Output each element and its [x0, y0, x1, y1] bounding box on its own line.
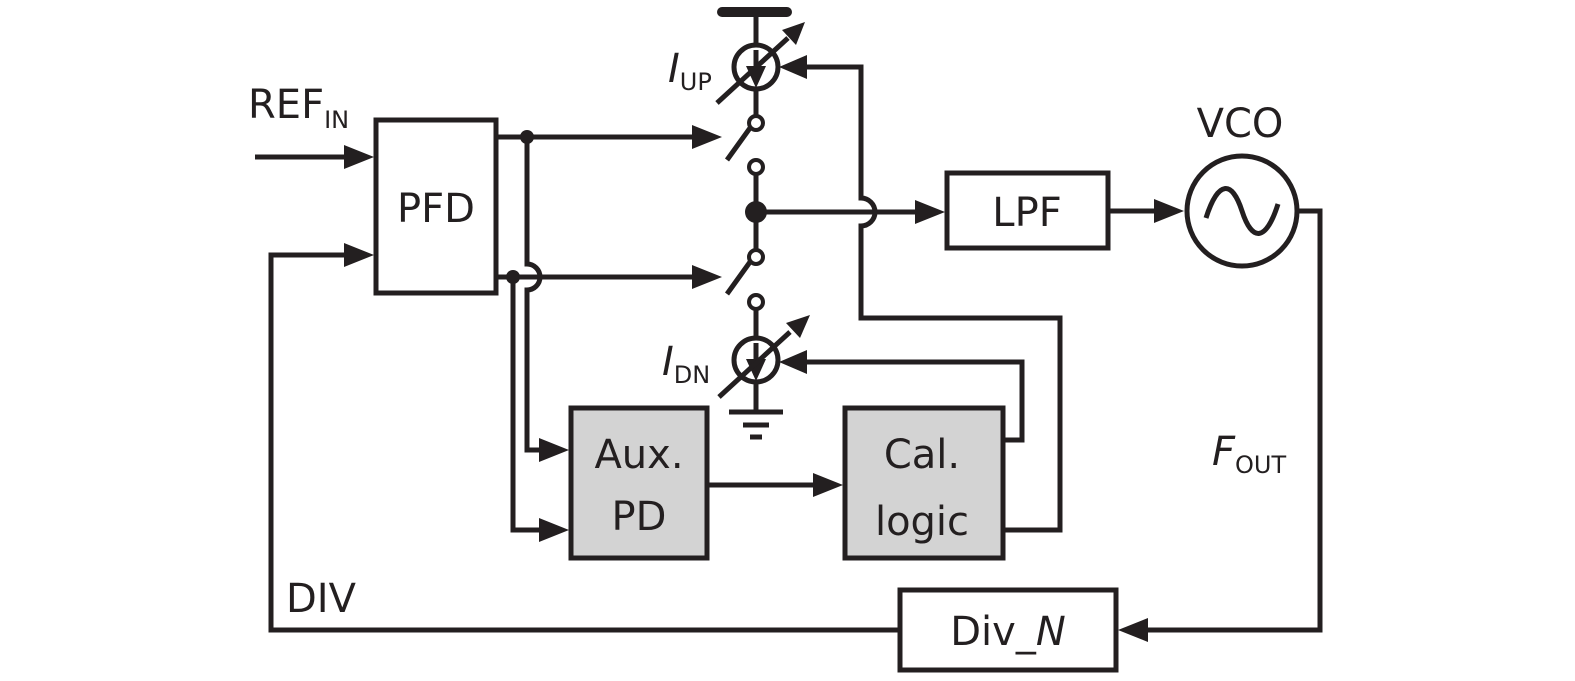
pfd-block — [373, 117, 499, 296]
aux-pd-label-line1: Aux. — [594, 432, 683, 478]
ref-in-label: REFIN — [248, 82, 349, 134]
vco-block — [1184, 153, 1300, 269]
aux-pd-label-line2: PD — [612, 494, 667, 540]
i-dn-label: IDN — [662, 339, 710, 389]
fout-wire — [1118, 208, 1323, 642]
div-feedback-wire — [268, 243, 900, 633]
charge-pump — [715, 7, 810, 440]
fout-label: FOUT — [1212, 429, 1286, 479]
aux-pd-block — [568, 405, 710, 561]
cal-to-idn-wire — [779, 350, 1025, 443]
switch-dn-contact — [747, 248, 765, 266]
switch-up-contact — [747, 114, 765, 132]
cal-logic-label-line1: Cal. — [884, 432, 960, 478]
cal-logic-label-line2: logic — [875, 499, 969, 545]
switch-dn-blade — [724, 260, 753, 296]
sine-icon — [1203, 186, 1281, 236]
i-dn-current-source — [717, 315, 810, 399]
ground-icon — [729, 409, 783, 440]
cal-to-iup-wire — [779, 55, 1063, 533]
cp-to-lpf-wire — [756, 200, 945, 224]
lpf-label: LPF — [992, 190, 1061, 236]
aux-to-cal-wire — [707, 473, 843, 497]
div-n-block — [897, 587, 1119, 673]
dn-wire — [496, 265, 722, 542]
div-n-label: Div_N — [950, 609, 1066, 655]
switch-up-blade — [724, 126, 753, 162]
ref-in-wire — [255, 145, 374, 169]
pfd-label: PFD — [397, 186, 475, 232]
i-up-label: IUP — [668, 46, 712, 96]
vco-label: VCO — [1197, 101, 1284, 147]
div-label: DIV — [286, 576, 357, 622]
lpf-block — [944, 170, 1111, 251]
cal-logic-block — [842, 405, 1006, 561]
lpf-to-vco-wire — [1108, 199, 1184, 223]
